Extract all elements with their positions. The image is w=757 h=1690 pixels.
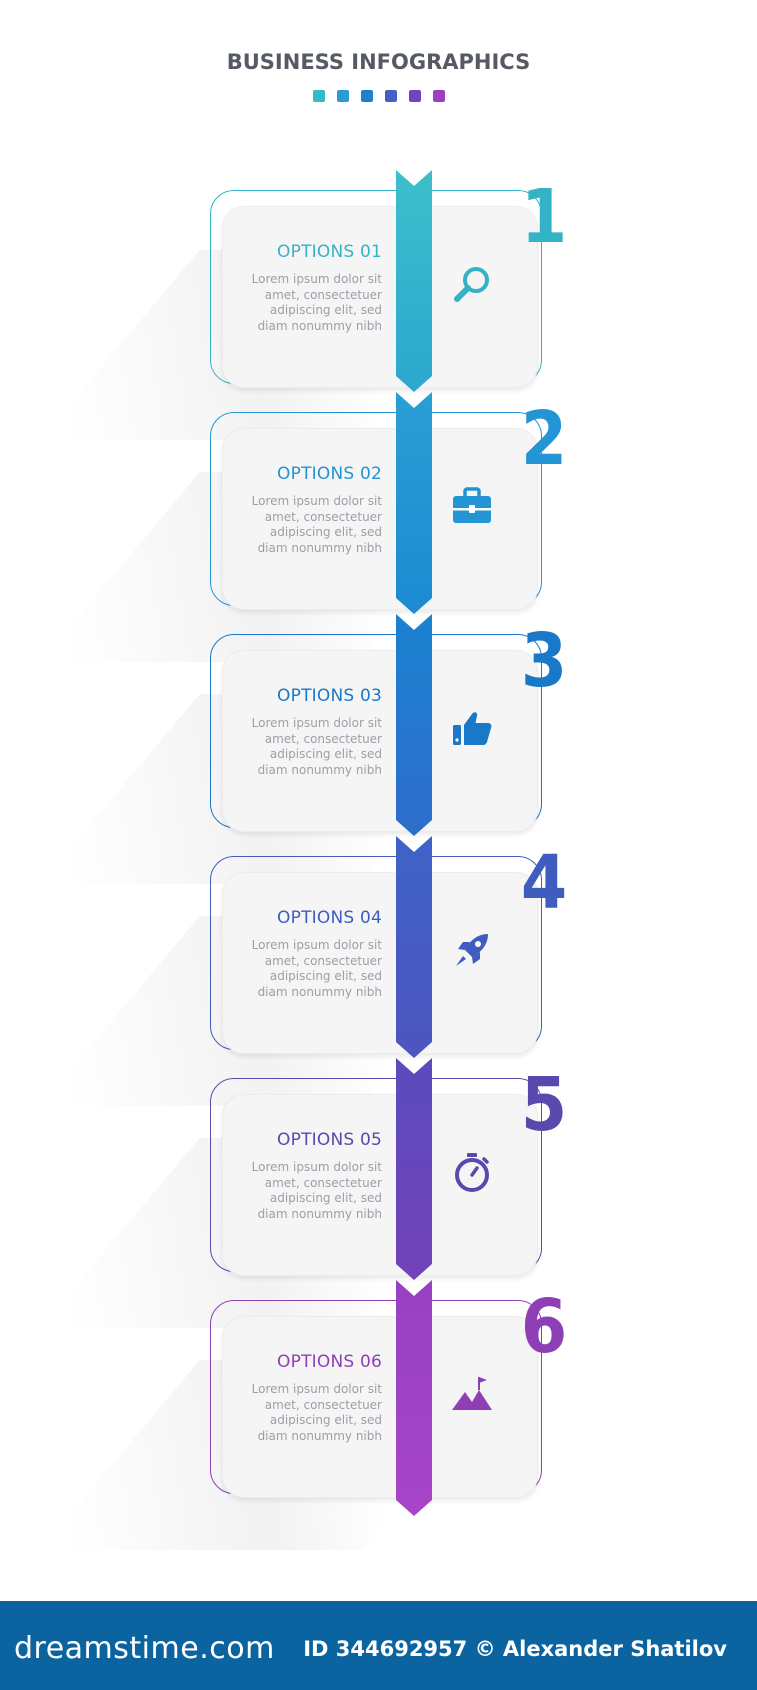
color-dot <box>360 90 373 102</box>
step-description: Lorem ipsum dolor sit amet, consectetuer… <box>230 938 382 1000</box>
step-number: 4 <box>520 840 568 926</box>
desc-line: Lorem ipsum dolor sit <box>251 272 382 286</box>
timeline-arrow <box>396 170 432 392</box>
desc-line: amet, consectetuer <box>264 287 382 302</box>
step-number: 3 <box>520 618 568 704</box>
color-dot <box>384 90 397 102</box>
step-description: Lorem ipsum dolor sit amet, consectetuer… <box>230 272 382 334</box>
step-2: OPTIONS 02 Lorem ipsum dolor sit amet, c… <box>0 392 757 662</box>
desc-line: Lorem ipsum dolor sit <box>251 716 382 730</box>
briefcase-icon <box>453 487 491 523</box>
desc-line: Lorem ipsum dolor sit <box>251 1382 382 1396</box>
step-card <box>222 872 538 1054</box>
desc-line: diam nonummy nibh <box>257 1206 382 1221</box>
rocket-icon <box>456 934 488 966</box>
step-card <box>222 206 538 388</box>
step-1: OPTIONS 01 Lorem ipsum dolor sit amet, c… <box>0 170 757 440</box>
desc-line: diam nonummy nibh <box>257 540 382 555</box>
step-option-label: OPTIONS 05 <box>277 1130 382 1150</box>
color-dot <box>432 90 445 102</box>
desc-line: adipiscing elit, sed <box>269 747 382 761</box>
desc-line: amet, consectetuer <box>264 1397 382 1412</box>
mountain-flag-icon <box>452 1377 492 1410</box>
step-number: 6 <box>520 1284 568 1370</box>
stopwatch-icon <box>455 1153 489 1192</box>
desc-line: amet, consectetuer <box>264 509 382 524</box>
brand-logo[interactable]: dreamstime.com <box>14 1631 275 1666</box>
step-description: Lorem ipsum dolor sit amet, consectetuer… <box>230 1160 382 1222</box>
desc-line: adipiscing elit, sed <box>269 969 382 983</box>
timeline-arrow <box>396 1058 432 1280</box>
timeline-arrow <box>396 836 432 1058</box>
step-3: OPTIONS 03 Lorem ipsum dolor sit amet, c… <box>0 614 757 884</box>
step-5: OPTIONS 05 Lorem ipsum dolor sit amet, c… <box>0 1058 757 1328</box>
desc-line: amet, consectetuer <box>264 731 382 746</box>
footer-bar: dreamstime.com ID 344692957 © Alexander … <box>0 1601 757 1690</box>
desc-line: amet, consectetuer <box>264 1175 382 1190</box>
step-4: OPTIONS 04 Lorem ipsum dolor sit amet, c… <box>0 836 757 1106</box>
desc-line: adipiscing elit, sed <box>269 303 382 317</box>
step-number: 1 <box>520 174 568 260</box>
desc-line: diam nonummy nibh <box>257 318 382 333</box>
desc-line: amet, consectetuer <box>264 953 382 968</box>
page-title: BUSINESS INFOGRAPHICS <box>226 50 531 74</box>
desc-line: adipiscing elit, sed <box>269 1191 382 1205</box>
timeline-arrow <box>396 614 432 836</box>
desc-line: diam nonummy nibh <box>257 1428 382 1443</box>
step-option-label: OPTIONS 02 <box>277 464 382 484</box>
color-dot <box>312 90 325 102</box>
desc-line: adipiscing elit, sed <box>269 525 382 539</box>
color-dot <box>408 90 421 102</box>
thumbs-up-icon <box>453 712 492 745</box>
desc-line: Lorem ipsum dolor sit <box>251 1160 382 1174</box>
image-credit: ID 344692957 © Alexander Shatilov <box>303 1637 727 1661</box>
desc-line: Lorem ipsum dolor sit <box>251 494 382 508</box>
step-option-label: OPTIONS 06 <box>277 1352 382 1372</box>
desc-line: diam nonummy nibh <box>257 762 382 777</box>
desc-line: diam nonummy nibh <box>257 984 382 999</box>
step-6: OPTIONS 06 Lorem ipsum dolor sit amet, c… <box>0 1280 757 1550</box>
step-number: 2 <box>520 396 568 482</box>
step-number: 5 <box>520 1062 568 1148</box>
timeline-arrow <box>396 1280 432 1516</box>
step-description: Lorem ipsum dolor sit amet, consectetuer… <box>230 1382 382 1444</box>
step-option-label: OPTIONS 01 <box>277 242 382 262</box>
color-dot <box>336 90 349 102</box>
step-option-label: OPTIONS 04 <box>277 908 382 928</box>
desc-line: adipiscing elit, sed <box>269 1413 382 1427</box>
desc-line: Lorem ipsum dolor sit <box>251 938 382 952</box>
step-description: Lorem ipsum dolor sit amet, consectetuer… <box>230 494 382 556</box>
step-option-label: OPTIONS 03 <box>277 686 382 706</box>
step-description: Lorem ipsum dolor sit amet, consectetuer… <box>230 716 382 778</box>
search-icon <box>454 267 489 302</box>
timeline-arrow <box>396 392 432 614</box>
color-dots <box>0 90 757 102</box>
